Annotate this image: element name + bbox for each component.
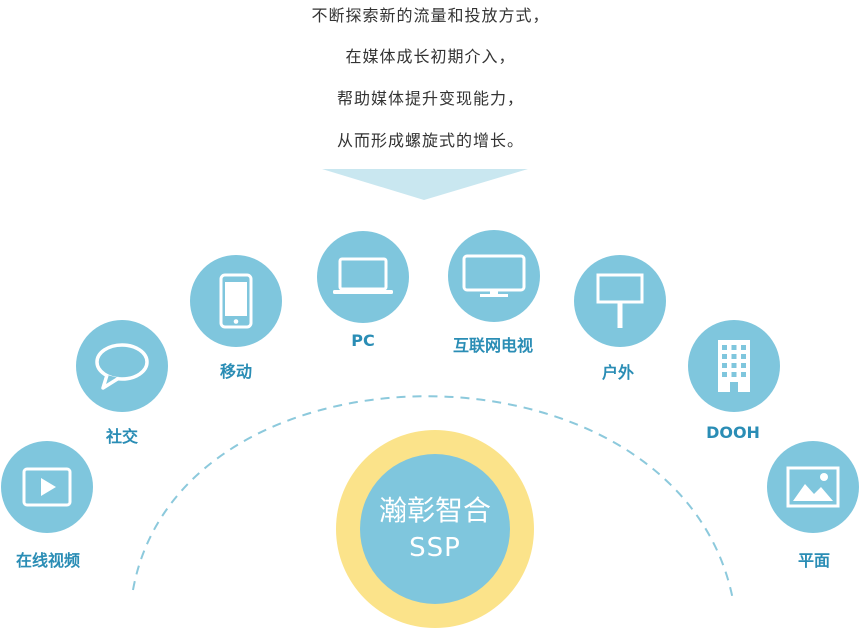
channel-label-pc: PC [351,331,375,350]
intro-line-3: 帮助媒体提升变现能力， [336,89,524,108]
picture-icon [786,466,840,508]
channel-print [767,441,859,533]
ssp-name: 瀚彰智合 [378,494,491,527]
intro-line-1: 不断探索新的流量和投放方式， [311,6,550,25]
intro-line-2: 在媒体成长初期介入， [345,47,516,66]
billboard-icon [596,273,644,328]
speech-bubble-icon [95,343,149,390]
channel-label-mobile: 移动 [219,362,253,381]
channel-social [76,320,168,412]
intro-line-4: 从而形成螺旋式的增长。 [336,131,524,150]
channel-pc [317,231,409,323]
channel-mobile [190,255,282,347]
channel-label-social: 社交 [105,427,139,446]
channel-outdoor [574,255,666,347]
channel-label-outdoor: 户外 [601,363,635,382]
channel-internet-tv [448,230,540,322]
ssp-subtitle: SSP [409,533,461,563]
channel-label-online-video: 在线视频 [15,551,81,570]
channel-dooh [688,320,780,412]
laptop-icon [333,257,393,294]
channel-label-dooh: DOOH [706,423,760,442]
smartphone-icon [219,273,253,329]
channel-online-video [1,441,93,533]
funnel-arrow [322,169,528,200]
dashed-arc [132,395,734,601]
building-icon [718,340,750,392]
ssp-core: 瀚彰智合 SSP [360,454,510,604]
channel-label-internet-tv: 互联网电视 [452,336,534,355]
tv-icon [462,254,526,297]
channel-label-print: 平面 [797,551,831,570]
play-video-icon [22,467,72,507]
